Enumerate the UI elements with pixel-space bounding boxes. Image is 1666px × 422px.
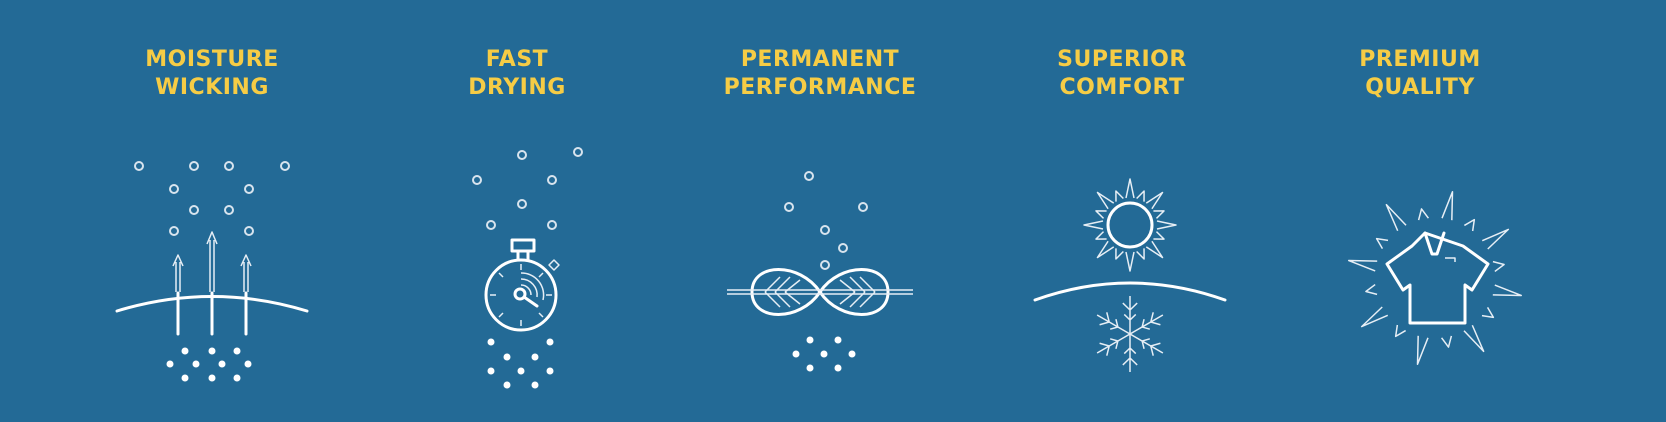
ray <box>1417 208 1430 221</box>
shining-shirt-icon <box>1348 191 1522 365</box>
ray <box>1375 237 1389 250</box>
ray <box>1115 248 1124 260</box>
ray <box>1492 284 1522 297</box>
ray <box>1492 260 1505 273</box>
ray <box>1125 251 1135 272</box>
ray <box>1394 324 1407 338</box>
title-line: DRYING <box>468 75 566 100</box>
ray <box>1463 324 1485 353</box>
title-line: COMFORT <box>1059 75 1185 100</box>
ray <box>1441 191 1454 221</box>
ray <box>1096 191 1115 210</box>
ray <box>1125 178 1135 199</box>
ray <box>1156 220 1177 230</box>
ray <box>1083 220 1104 230</box>
ray <box>1153 210 1165 219</box>
title-line: SUPERIOR <box>1057 47 1187 72</box>
ray <box>1115 190 1124 202</box>
title-line: PERFORMANCE <box>723 75 917 100</box>
title-line: QUALITY <box>1365 75 1475 100</box>
sun-snowflake-icon <box>1033 178 1227 372</box>
title-line: PERMANENT <box>740 47 900 72</box>
ray <box>1095 231 1107 240</box>
title-line: WICKING <box>155 75 269 100</box>
moisture-wicking-icon <box>115 161 309 382</box>
snowflake-arm <box>1096 312 1131 335</box>
ray <box>1463 218 1476 232</box>
ray <box>1095 210 1107 219</box>
ray <box>1145 191 1164 210</box>
ray <box>1365 283 1378 296</box>
snowflake-arm <box>1122 334 1138 372</box>
ray <box>1153 231 1165 240</box>
ray <box>1481 228 1510 250</box>
feature-title-premium-quality: PREMIUM QUALITY <box>1270 46 1570 102</box>
ray <box>1136 248 1145 260</box>
ray <box>1348 259 1378 272</box>
title-line: MOISTURE <box>145 47 279 72</box>
snowflake-arm <box>1129 333 1164 356</box>
snowflake-arm <box>1129 312 1164 335</box>
feature-title-moisture-wicking: MOISTURE WICKING <box>62 46 362 102</box>
stopwatch-icon <box>472 147 583 389</box>
ray <box>1385 203 1407 232</box>
snowflake-arm <box>1096 333 1131 356</box>
ray <box>1145 240 1164 259</box>
ray <box>1416 335 1429 365</box>
ray <box>1440 335 1453 348</box>
ray <box>1096 240 1115 259</box>
ray <box>1136 190 1145 202</box>
infinity-leaf-icon <box>727 171 913 372</box>
feature-title-superior-comfort: SUPERIOR COMFORT <box>972 46 1272 102</box>
ray <box>1481 306 1495 319</box>
ray <box>1360 306 1389 328</box>
feature-title-fast-drying: FAST DRYING <box>367 46 667 102</box>
feature-title-permanent-performance: PERMANENT PERFORMANCE <box>670 46 970 102</box>
title-line: PREMIUM <box>1359 47 1481 72</box>
title-line: FAST <box>485 47 549 72</box>
snowflake-arm <box>1122 296 1138 334</box>
